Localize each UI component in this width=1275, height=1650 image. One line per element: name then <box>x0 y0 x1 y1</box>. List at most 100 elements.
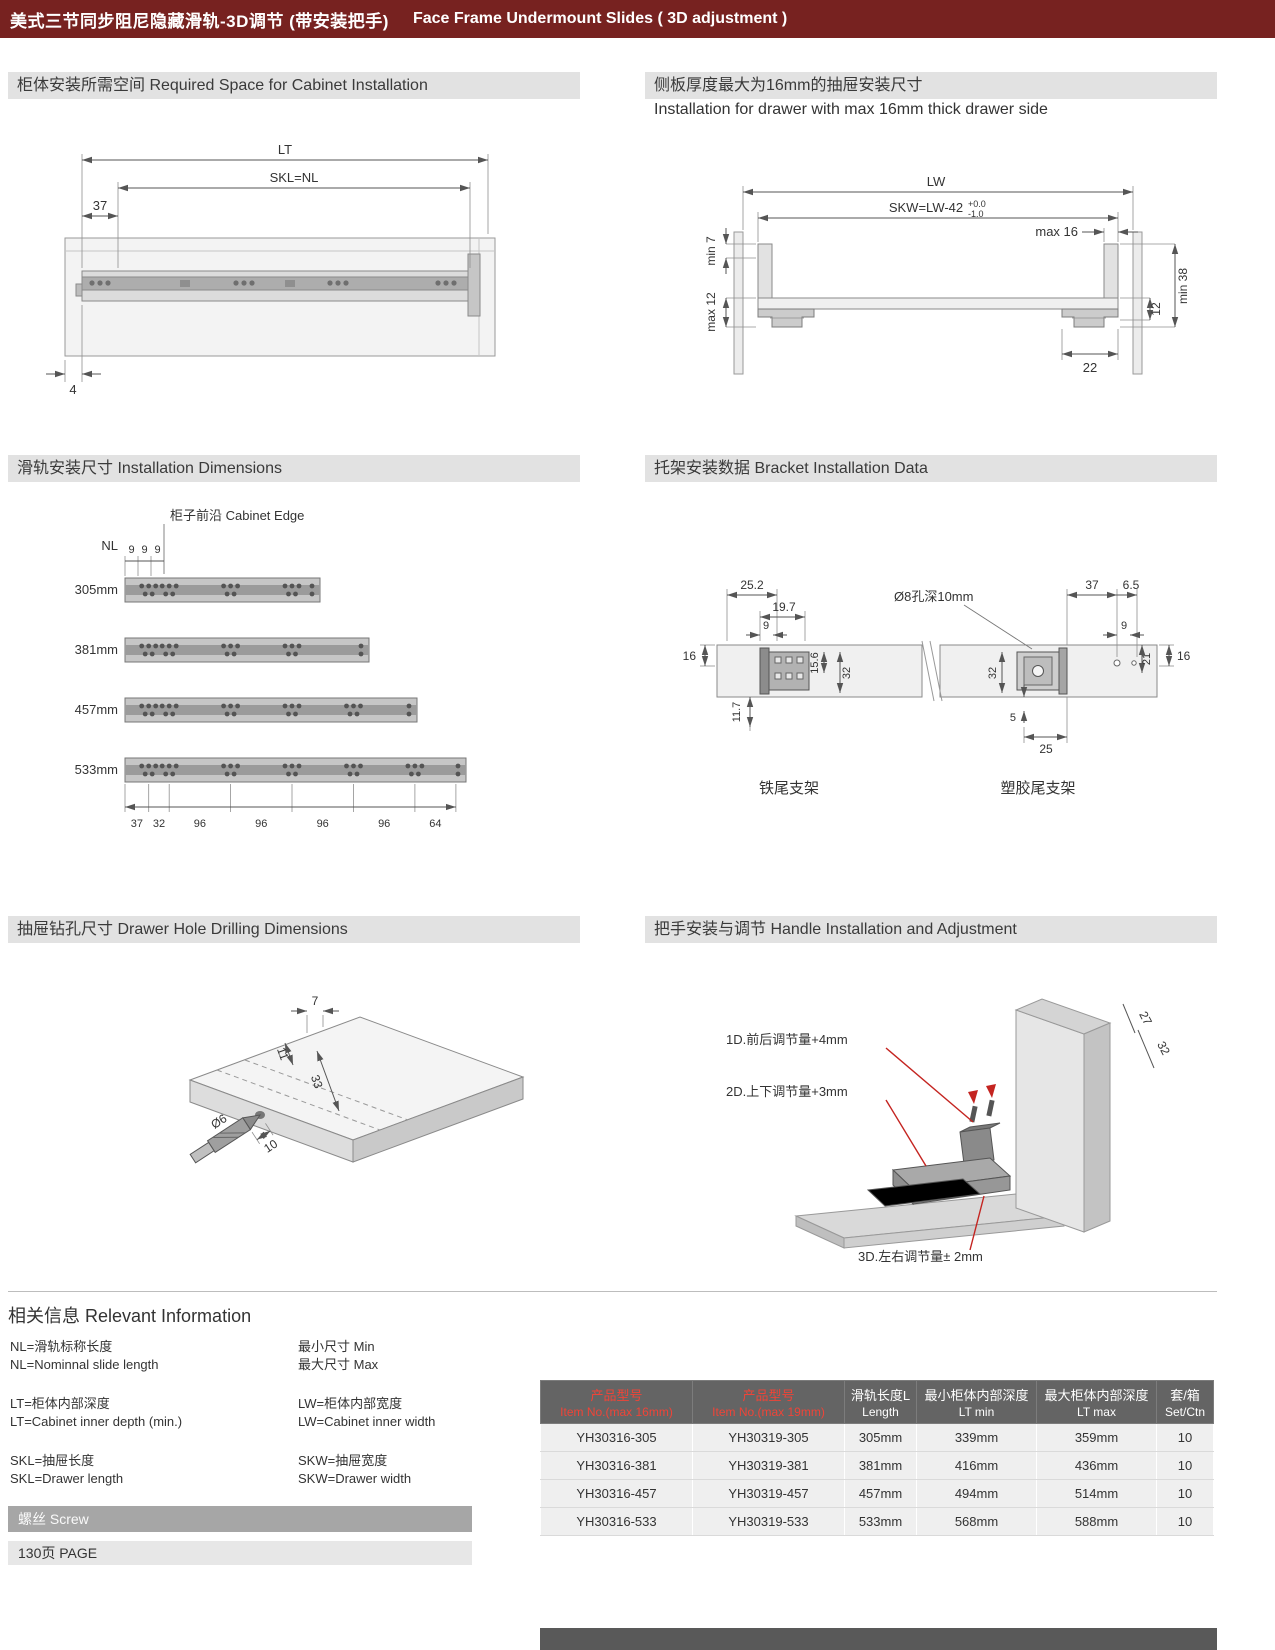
slide-rail <box>75 253 481 317</box>
footer-bar <box>540 1628 1217 1650</box>
svg-text:96: 96 <box>317 818 329 830</box>
section-title-bracket-data: 托架安装数据 Bracket Installation Data <box>645 455 1217 482</box>
table-cell: 533mm <box>844 1507 917 1536</box>
legend-line: LW=Cabinet inner width <box>298 1414 436 1429</box>
dim-16-right: 16 <box>1177 649 1191 663</box>
dim-37-label: 37 <box>93 198 107 213</box>
dim-32: 32 <box>1154 1039 1173 1058</box>
hole-spec-label: Ø8孔深10mm <box>894 589 973 604</box>
table-cell: YH30319-457 <box>692 1479 845 1508</box>
legend-line: SKL=Drawer length <box>10 1471 124 1486</box>
table-row: YH30316-533 YH30319-533 533mm 568mm 588m… <box>540 1507 1214 1536</box>
legend-line: NL=Nominnal slide length <box>10 1357 159 1372</box>
dim-25: 25 <box>1039 742 1053 756</box>
dim-skl-label: SKL=NL <box>270 170 319 185</box>
rail-457: 457mm <box>75 697 418 723</box>
svg-text:96: 96 <box>378 818 390 830</box>
legend-group: LW=柜体内部宽度 LW=Cabinet inner width <box>298 1395 528 1431</box>
dim-9-left: 9 <box>763 620 769 632</box>
table-cell: YH30319-533 <box>692 1507 845 1536</box>
table-cell: YH30316-305 <box>540 1423 693 1452</box>
dim-16-left: 16 <box>683 649 697 663</box>
section-title-required-space: 柜体安装所需空间 Required Space for Cabinet Inst… <box>8 72 580 99</box>
dim-max12-label: max 12 <box>704 292 718 332</box>
dim-skw-label: SKW=LW-42 <box>889 200 963 215</box>
table-cell: 568mm <box>916 1507 1037 1536</box>
legend-line: 最小尺寸 Min <box>298 1339 375 1354</box>
dim-33: 33 <box>308 1073 326 1091</box>
svg-text:9: 9 <box>154 544 160 556</box>
table-cell: 339mm <box>916 1423 1037 1452</box>
legend-line: LT=柜体内部深度 <box>10 1396 110 1411</box>
table-row: YH30316-305 YH30319-305 305mm 339mm 359m… <box>540 1423 1214 1452</box>
legend-line: SKW=Drawer width <box>298 1471 412 1486</box>
bottom-rail-iso <box>794 1193 1066 1249</box>
dim-21: 21 <box>1141 653 1153 665</box>
bottom-dimension-chain: 37 32 96 96 96 96 64 <box>124 784 457 830</box>
diagram-drawer-install: LW SKW=LW-42 +0.0 -1.0 max 16 min 7 <box>678 148 1198 418</box>
svg-text:32: 32 <box>153 818 165 830</box>
legend-line: 最大尺寸 Max <box>298 1357 379 1372</box>
page-header: 美式三节同步阻尼隐藏滑轨-3D调节 (带安装把手) Face Frame Und… <box>0 0 1275 38</box>
cabinet-edge-label: 柜子前沿 Cabinet Edge <box>170 508 304 523</box>
dim-37: 37 <box>1085 578 1099 592</box>
svg-text:9: 9 <box>141 544 147 556</box>
rail-533: 533mm <box>75 757 467 783</box>
handle-mechanism <box>866 1084 1012 1207</box>
legend-line: SKW=抽屉宽度 <box>298 1453 388 1468</box>
red-arrow-screw-1 <box>968 1090 978 1104</box>
table-cell: 10 <box>1156 1451 1214 1480</box>
table-cell: 305mm <box>844 1423 917 1452</box>
diagram-installation-dimensions: NL 柜子前沿 Cabinet Edge 9 9 9 305mm <box>30 500 550 865</box>
legend-line: LW=柜体内部宽度 <box>298 1396 403 1411</box>
adjustment-callouts: 1D.前后调节量+4mm 2D.上下调节量+3mm 3D.左右调节量± 2mm <box>726 1032 985 1264</box>
rail-length-label: 381mm <box>75 642 118 657</box>
legend-group: 最小尺寸 Min 最大尺寸 Max <box>298 1338 528 1374</box>
table-cell: YH30316-457 <box>540 1479 693 1508</box>
legend-left: NL=滑轨标称长度 NL=Nominnal slide length LT=柜体… <box>10 1338 290 1509</box>
rail-length-label: 457mm <box>75 702 118 717</box>
table-cell: YH30319-381 <box>692 1451 845 1480</box>
dimensions: LT SKL=NL 37 4 <box>46 142 489 397</box>
dim-skw-tol-top: +0.0 <box>968 199 986 209</box>
section-title-drawer-install-cn: 侧板厚度最大为16mm的抽屉安装尺寸 <box>645 72 1217 99</box>
iron-bracket-label: 铁尾支架 <box>759 780 819 797</box>
table-cell: YH30316-381 <box>540 1451 693 1480</box>
dim-lt-label: LT <box>278 142 292 157</box>
dim-min7-label: min 7 <box>704 236 718 266</box>
section-title-drawer-install-en: Installation for drawer with max 16mm th… <box>654 101 1048 118</box>
table-cell: 381mm <box>844 1451 917 1480</box>
dimensions: LW SKW=LW-42 +0.0 -1.0 max 16 min 7 <box>704 174 1190 375</box>
table-cell: 494mm <box>916 1479 1037 1508</box>
table-cell: 359mm <box>1036 1423 1157 1452</box>
divider <box>8 1291 1217 1292</box>
iron-bracket <box>759 647 810 695</box>
screw-bar: 螺丝 Screw <box>8 1506 472 1532</box>
table-cell: 10 <box>1156 1507 1214 1536</box>
dim-27: 27 <box>1136 1009 1155 1028</box>
dim-11-7: 11.7 <box>731 702 743 723</box>
dim-11: 11 <box>274 1045 292 1062</box>
table-cell: 588mm <box>1036 1507 1157 1536</box>
dim-6-5: 6.5 <box>1123 578 1140 592</box>
table-row: YH30316-457 YH30319-457 457mm 494mm 514m… <box>540 1479 1214 1508</box>
section-title-handle: 把手安装与调节 Handle Installation and Adjustme… <box>645 916 1217 943</box>
dimensions: 27 32 <box>1122 1003 1173 1069</box>
table-cell: 436mm <box>1036 1451 1157 1480</box>
page-number-bar: 130页 PAGE <box>8 1541 472 1565</box>
dim-19-7: 19.7 <box>772 600 796 614</box>
rail-length-label: 533mm <box>75 762 118 777</box>
table-cell: 457mm <box>844 1479 917 1508</box>
legend-group: NL=滑轨标称长度 NL=Nominnal slide length <box>10 1338 290 1374</box>
dimensions: 7 11 33 <box>274 994 340 1112</box>
section-title-install-dims: 滑轨安装尺寸 Installation Dimensions <box>8 455 580 482</box>
dim-skw-tol-bot: -1.0 <box>968 209 984 219</box>
diagram-bracket-data: 25.2 19.7 9 Ø8孔深10mm 37 6.5 9 <box>672 545 1202 835</box>
adjust-3d-label: 3D.左右调节量± 2mm <box>858 1249 983 1264</box>
